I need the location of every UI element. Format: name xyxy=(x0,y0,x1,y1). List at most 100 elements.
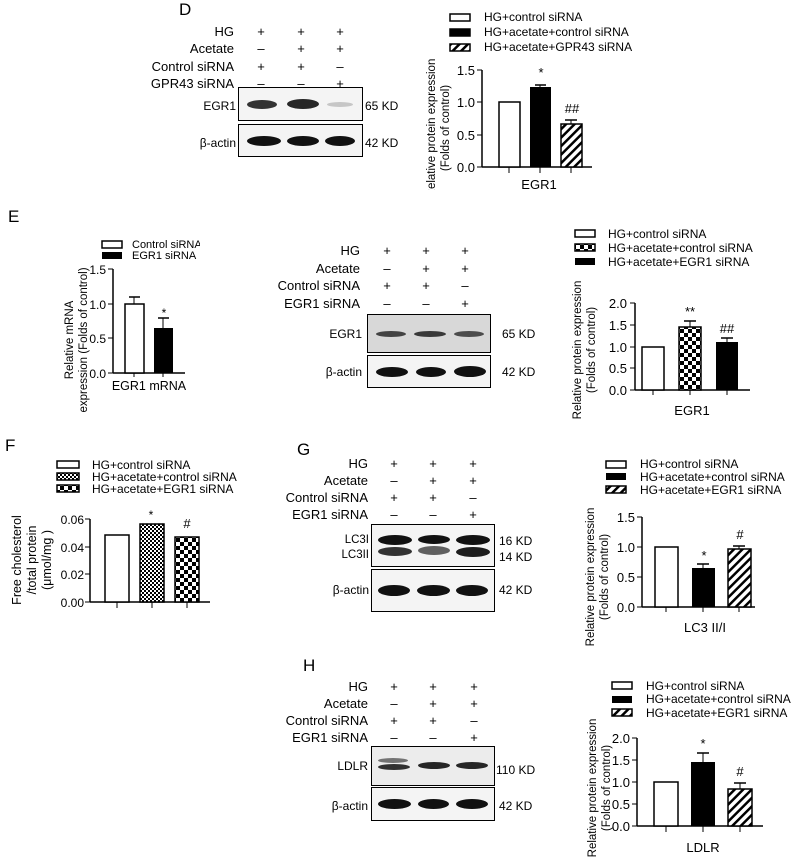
legend-label: HG+acetate+EGR1 siRNA xyxy=(640,483,781,497)
legend-label: HG+acetate+control siRNA xyxy=(484,25,629,39)
panel-letter-e: E xyxy=(8,207,20,226)
significance-mark: # xyxy=(736,764,744,779)
svg-text:1.5: 1.5 xyxy=(89,263,106,277)
condition-label: HG xyxy=(340,243,361,258)
sign: + xyxy=(297,41,305,56)
blot-label-actin: β-actin xyxy=(325,365,362,379)
sign: + xyxy=(422,278,430,293)
sign: – xyxy=(383,296,391,311)
sign: + xyxy=(469,507,477,522)
condition-label: EGR1 siRNA xyxy=(292,730,368,745)
bars: * ## xyxy=(498,65,583,173)
sign: + xyxy=(297,24,305,39)
western-blot-egr1 xyxy=(367,314,491,353)
bar-chart-g: HG+control siRNA HG+acetate+control siRN… xyxy=(585,457,785,646)
sign: + xyxy=(470,696,478,711)
sign: + xyxy=(429,473,437,488)
bar-chart-f: HG+control siRNA HG+acetate+control siRN… xyxy=(10,458,237,610)
sign: – xyxy=(390,473,398,488)
sign: – xyxy=(257,41,265,56)
svg-text:0.0: 0.0 xyxy=(612,819,630,834)
sign: + xyxy=(383,278,391,293)
western-blot-actin xyxy=(371,569,495,612)
sign: + xyxy=(257,24,265,39)
sign: – xyxy=(429,730,437,745)
sign: + xyxy=(390,490,398,505)
sign: – xyxy=(336,59,344,74)
svg-text:0.0: 0.0 xyxy=(89,367,106,381)
western-blot-lc3 xyxy=(371,524,495,567)
x-axis-label: EGR1 xyxy=(674,403,709,418)
sign: – xyxy=(297,76,305,91)
blot-label-ldlr: LDLR xyxy=(337,759,368,773)
legend-label: HG+acetate+control siRNA xyxy=(646,692,791,706)
svg-text:0.5: 0.5 xyxy=(612,797,630,812)
significance-mark: ## xyxy=(720,321,735,336)
svg-text:1.5: 1.5 xyxy=(617,510,635,525)
svg-text:0.02: 0.02 xyxy=(61,568,85,582)
svg-text:0.00: 0.00 xyxy=(61,596,85,610)
svg-text:1.0: 1.0 xyxy=(457,95,475,110)
sign: + xyxy=(429,679,437,694)
sign: + xyxy=(422,243,430,258)
x-axis-label: EGR1 mRNA xyxy=(112,379,187,393)
condition-label: Acetate xyxy=(315,261,360,276)
western-blot-ldlr xyxy=(371,746,495,786)
western-blot-actin xyxy=(371,787,495,821)
svg-text:0.0: 0.0 xyxy=(457,160,475,175)
x-axis-label: LC3 II/I xyxy=(684,620,726,635)
svg-text:0.5: 0.5 xyxy=(609,361,627,376)
significance-mark: * xyxy=(700,736,705,751)
svg-text:0.0: 0.0 xyxy=(617,600,635,615)
kd-label: 65 KD xyxy=(502,327,536,341)
sign: + xyxy=(429,490,437,505)
kd-label: 42 KD xyxy=(365,136,399,150)
condition-label: Control siRNA xyxy=(277,278,360,293)
svg-text:0.5: 0.5 xyxy=(457,128,475,143)
svg-text:0.0: 0.0 xyxy=(609,383,627,398)
condition-label: HG xyxy=(348,456,369,471)
sign: – xyxy=(390,730,398,745)
svg-text:0.06: 0.06 xyxy=(61,513,85,527)
sign: + xyxy=(461,243,469,258)
y-axis-label: Relative protein expression(Folds of con… xyxy=(572,281,598,420)
blot-label-egr1: EGR1 xyxy=(329,327,362,341)
kd-label: 65 KD xyxy=(365,99,399,113)
condition-label: Control siRNA xyxy=(285,490,368,505)
condition-label: EGR1 siRNA xyxy=(292,507,368,522)
western-blot-actin xyxy=(367,355,491,388)
legend-label: HG+control siRNA xyxy=(484,10,582,24)
sign: + xyxy=(461,296,469,311)
sign: – xyxy=(470,713,478,728)
legend-label: HG+acetate+control siRNA xyxy=(640,470,785,484)
legend: HG+control siRNA HG+acetate+control siRN… xyxy=(449,10,632,54)
legend-label: HG+acetate+control siRNA xyxy=(608,241,753,255)
x-axis-label: LDLR xyxy=(686,840,719,855)
blot-label-actin: β-actin xyxy=(331,799,368,813)
condition-label: Acetate xyxy=(323,473,368,488)
svg-text:1.0: 1.0 xyxy=(612,775,630,790)
blot-label-lc3i: LC3I xyxy=(344,534,369,546)
blot-label-lc3ii: LC3II xyxy=(341,549,370,561)
sign: + xyxy=(470,679,478,694)
legend-label: HG+acetate+GPR43 siRNA xyxy=(484,40,632,54)
legend-label: HG+control siRNA xyxy=(646,679,744,693)
significance-mark: * xyxy=(162,306,167,320)
sign: + xyxy=(336,41,344,56)
sign: – xyxy=(469,490,477,505)
sign: + xyxy=(336,76,344,91)
sign: + xyxy=(469,456,477,471)
svg-text:2.0: 2.0 xyxy=(612,731,630,746)
significance-mark: ## xyxy=(565,101,580,116)
sign: – xyxy=(461,278,469,293)
sign: + xyxy=(257,59,265,74)
svg-text:1.5: 1.5 xyxy=(609,318,627,333)
significance-mark: # xyxy=(183,516,191,531)
condition-label: EGR1 siRNA xyxy=(284,296,360,311)
western-blot-egr1 xyxy=(238,87,363,121)
condition-label: GPR43 siRNA xyxy=(150,76,234,91)
legend-label: HG+acetate+EGR1 siRNA xyxy=(608,255,749,269)
panel-letter-f: F xyxy=(5,436,16,455)
